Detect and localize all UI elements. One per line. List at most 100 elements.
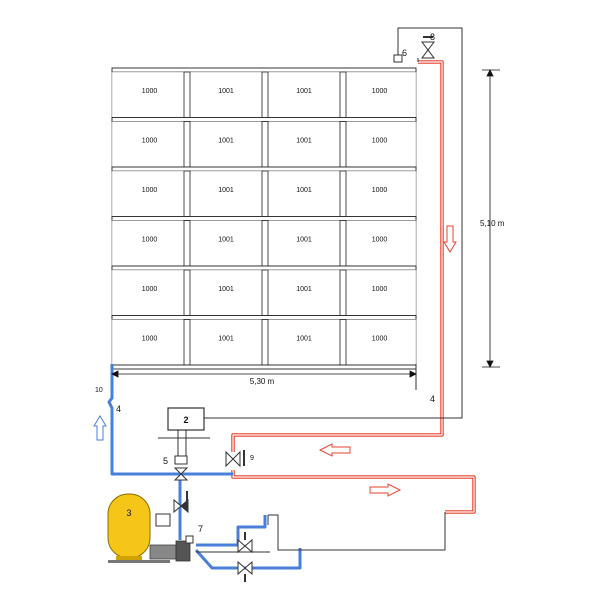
collector-panel-label: 1000 (142, 335, 158, 342)
collector-connector (339, 170, 347, 217)
collector-connector (183, 71, 191, 118)
label-4-right: 4 (430, 394, 435, 404)
collector-panel-label: 1001 (296, 137, 312, 144)
collector-connector (183, 121, 191, 168)
collector-panel-label: 1000 (142, 88, 158, 95)
collector-panel-label: 1000 (142, 236, 158, 243)
collector-connector (339, 319, 347, 366)
collector-panel (342, 269, 417, 316)
dimension-width-label: 5,30 m (250, 377, 275, 386)
collector-panel (264, 121, 344, 168)
collector-panel (342, 71, 417, 118)
collector-panel-label: 1001 (218, 137, 234, 144)
flow-arrow-up (93, 415, 107, 441)
label-7: 7 (198, 524, 203, 534)
collector-panel-label: 1001 (218, 187, 234, 194)
label-10: 10 (95, 387, 103, 394)
collector-panel-label: 1001 (218, 286, 234, 293)
valve-tank-inlet (173, 491, 189, 514)
collector-header-pipe (111, 216, 417, 221)
collector-panel (342, 121, 417, 168)
collector-panel-label: 1001 (296, 335, 312, 342)
flow-arrow-right (369, 483, 402, 497)
collector-panel (264, 71, 344, 118)
collector-panel (111, 170, 188, 217)
collector-panel (342, 319, 417, 366)
collector-panel-label: 1001 (218, 88, 234, 95)
collector-panel (186, 269, 266, 316)
collector-panel (342, 220, 417, 267)
storage-tank: 3 (107, 493, 170, 563)
collector-connector (261, 170, 269, 217)
label-9: 9 (250, 455, 254, 462)
collector-connector (339, 220, 347, 267)
collector-panel-label: 1001 (296, 88, 312, 95)
flow-arrow-left (318, 443, 351, 457)
collector-panel-label: 1000 (372, 137, 388, 144)
collector-panel-label: 1000 (142, 286, 158, 293)
collector-panel-label: 1001 (296, 236, 312, 243)
hot-pipe-riser-inner (232, 61, 443, 452)
sensor-7 (185, 535, 194, 544)
collector-connector (261, 269, 269, 316)
collector-panel (111, 220, 188, 267)
valve-5 (173, 455, 189, 481)
collector-panel-label: 1001 (218, 335, 234, 342)
collector-panel (186, 121, 266, 168)
collector-connector (339, 269, 347, 316)
collector-header-pipe (111, 67, 417, 73)
label-5: 5 (163, 456, 168, 466)
label-4-left: 4 (116, 404, 121, 414)
collector-connector (183, 170, 191, 217)
collector-panel (111, 269, 188, 316)
collector-header-pipe (111, 315, 417, 320)
collector-panel-label: 1000 (372, 88, 388, 95)
collector-panel-label: 1001 (296, 286, 312, 293)
collector-header-pipe (111, 364, 417, 370)
collector-panel-label: 1000 (372, 335, 388, 342)
collector-panel-label: 1000 (372, 236, 388, 243)
collector-connector (183, 319, 191, 366)
label-6: 6 (402, 48, 407, 58)
dimension-height-label: 5,10 m (480, 219, 505, 228)
collector-panel-label: 1000 (372, 187, 388, 194)
collector-header-pipe (111, 166, 417, 172)
collector-connector (183, 220, 191, 267)
collector-header-pipe (111, 117, 417, 122)
collector-panel (264, 269, 344, 316)
collector-panel-label: 1001 (296, 187, 312, 194)
label-3: 3 (126, 508, 131, 518)
collector-connector (261, 220, 269, 267)
collector-connector (339, 121, 347, 168)
collector-panel (264, 220, 344, 267)
collector-panel (111, 71, 188, 118)
collector-panel-label: 1001 (218, 236, 234, 243)
label-8: 8 (430, 32, 435, 42)
flow-arrow-down (443, 225, 457, 253)
collector-connector (261, 319, 269, 366)
cold-pipe-pump-branch (194, 515, 302, 570)
collector-panel (111, 121, 188, 168)
collector-panel-label: 1000 (142, 137, 158, 144)
collector-panel (186, 170, 266, 217)
collector-panel (264, 319, 344, 366)
solar-collector-array: 1000 1001 1001 1000 1000 1001 1001 1000 1000 1001… (111, 67, 417, 370)
valve-9 (225, 450, 245, 468)
collector-connector (339, 71, 347, 118)
collector-panel (186, 319, 266, 366)
collector-connector (261, 121, 269, 168)
collector-panel (186, 71, 266, 118)
valve-pump-branch-2 (237, 560, 253, 582)
collector-panel-label: 1000 (142, 187, 158, 194)
valve-pump-branch-1 (237, 532, 253, 554)
collector-connector (261, 71, 269, 118)
valve-8 (421, 36, 435, 59)
collector-header-pipe (111, 265, 417, 271)
pump (149, 513, 191, 562)
collector-panel-label: 1000 (372, 286, 388, 293)
expansion-vessel: 2 (167, 407, 205, 431)
dimension-width (111, 370, 417, 378)
cold-pipe-supply (107, 364, 233, 540)
label-2: 2 (183, 415, 188, 425)
